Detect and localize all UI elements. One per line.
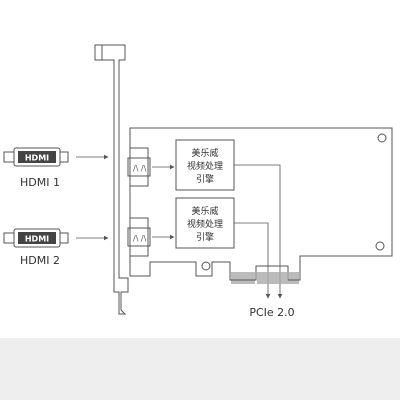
- hdmi-2-label: HDMI 2: [20, 254, 60, 267]
- engine-2-line-2: 视频处理: [187, 218, 223, 230]
- pcb-board: [129, 127, 393, 281]
- hdmi-port-1: /\ /\: [127, 147, 151, 187]
- engine-1-line-3: 引擎: [196, 173, 214, 185]
- engine-2-line-3: 引擎: [196, 231, 214, 243]
- svg-text:/\ /\: /\ /\: [133, 164, 147, 173]
- pcie-gold-fingers: [231, 272, 299, 284]
- engine-1-line-1: 美乐威: [191, 147, 218, 159]
- hdmi-port-2: /\ /\: [127, 217, 151, 257]
- hdmi-plug-1: HDMI: [3, 147, 69, 167]
- bottom-band: [0, 338, 400, 400]
- engine-box-1: 美乐威 视频处理 引擎: [175, 139, 235, 191]
- engine-2-line-1: 美乐威: [191, 205, 218, 217]
- hdmi-plug-1-text: HDMI: [25, 154, 49, 163]
- pcie-label: PCIe 2.0: [249, 306, 294, 319]
- mounting-bracket: [94, 44, 129, 315]
- engine2-to-pcie-line: [234, 222, 271, 299]
- svg-text:/\ /\: /\ /\: [133, 234, 147, 243]
- hdmi-plug-2: HDMI: [3, 228, 69, 248]
- engine-1-line-2: 视频处理: [187, 160, 223, 172]
- engine-box-2: 美乐威 视频处理 引擎: [175, 197, 235, 249]
- hdmi-plug-2-text: HDMI: [25, 235, 49, 244]
- engine1-to-pcie-line: [234, 164, 283, 299]
- hdmi-1-label: HDMI 1: [20, 176, 60, 189]
